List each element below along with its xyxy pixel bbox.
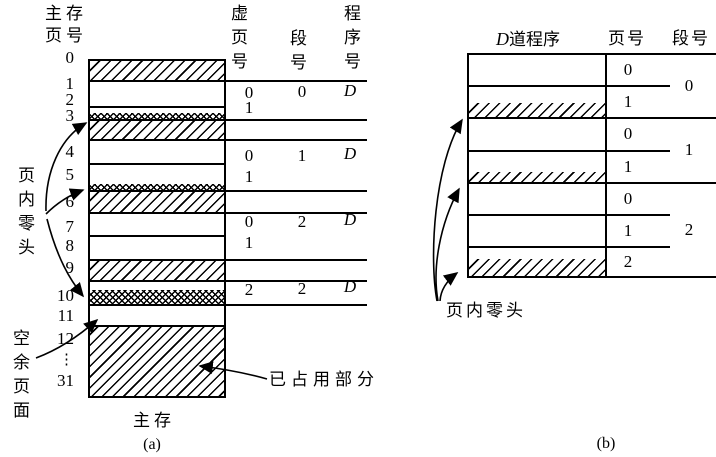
- segment-boundary-line: [467, 182, 716, 184]
- memory-page-number: 8: [65, 236, 75, 255]
- segment-number-b: 2: [684, 220, 694, 239]
- memory-page-number: 1: [65, 74, 75, 93]
- table-left-edge: [467, 54, 469, 278]
- segment-value: 2: [297, 279, 307, 298]
- virtual-page-header: 虚页号: [228, 4, 247, 76]
- vpage-value: 0: [244, 83, 254, 102]
- page-number-b: 0: [623, 124, 633, 143]
- table-row-line: [88, 80, 367, 82]
- memory-caption: 主存: [133, 411, 175, 430]
- segment-header: 段号: [287, 29, 306, 77]
- page-number-b: 1: [623, 92, 633, 111]
- page-boundary-line-b: [467, 150, 670, 152]
- segment-value: 0: [297, 82, 307, 101]
- fragment-strip-b: [469, 259, 605, 276]
- free-pages-label: 空余页面: [10, 329, 29, 425]
- memory-page-number: 3: [65, 106, 75, 125]
- table-row-line: [88, 190, 367, 192]
- fragment-strip-b: [469, 172, 605, 182]
- fragment-arrow-b2: [435, 187, 460, 302]
- fragment-band: [90, 113, 224, 120]
- page-boundary-line: [90, 106, 224, 108]
- page-boundary-line: [90, 163, 224, 165]
- program-value: D: [343, 210, 357, 229]
- memory-page-header-line2: 页号: [45, 26, 87, 45]
- table-row-line: [88, 280, 367, 282]
- memory-page-number: 6: [65, 192, 75, 211]
- ellipsis-dots: ⋮: [59, 352, 74, 368]
- page-boundary-line-b: [467, 214, 670, 216]
- vpage-value: 2: [244, 280, 254, 299]
- memory-page-number: 12: [57, 329, 74, 348]
- vpage-value: 1: [244, 167, 254, 186]
- page-number-header-b: 页号: [608, 29, 646, 48]
- fragment-arrow-b3: [439, 272, 459, 302]
- main-memory-column: [88, 59, 226, 398]
- vpage-value: 1: [244, 233, 254, 252]
- segment-value: 2: [297, 212, 307, 231]
- page-boundary-line-b: [467, 85, 670, 87]
- program-header: 程序号: [341, 4, 360, 76]
- segment-boundary-line: [467, 117, 716, 119]
- page-number-b: 0: [623, 189, 633, 208]
- segment-value: 1: [297, 146, 307, 165]
- memory-page-number: 11: [57, 306, 74, 325]
- vpage-value: 1: [244, 98, 254, 117]
- fragment-band: [90, 184, 224, 191]
- occupied-band-large: [90, 325, 224, 396]
- table-divider: [605, 54, 607, 278]
- panel-b-caption: (b): [596, 435, 616, 452]
- occupied-band: [90, 260, 224, 281]
- vpage-value: 0: [244, 146, 254, 165]
- fragment-label-b: 页内零头: [446, 301, 526, 320]
- memory-page-number: 4: [65, 142, 75, 161]
- memory-page-number: 5: [65, 165, 75, 184]
- program-d-title: D道程序: [496, 28, 560, 50]
- table-row-line: [88, 212, 367, 214]
- program-value: D: [343, 277, 357, 296]
- page-boundary-line-b: [467, 246, 670, 248]
- program-value: D: [343, 81, 357, 100]
- vpage-value: 0: [244, 212, 254, 231]
- page-boundary-line: [90, 235, 224, 237]
- occupied-band: [90, 61, 224, 81]
- program-value: D: [343, 144, 357, 163]
- table-row-line: [88, 259, 367, 261]
- panel-a-caption: (a): [143, 436, 161, 453]
- page-boundary-line: [90, 325, 224, 327]
- program-d-letter: D: [496, 29, 509, 49]
- page-number-b: 2: [623, 252, 633, 271]
- occupied-band: [90, 120, 224, 140]
- page-number-b: 0: [623, 60, 633, 79]
- occupied-label: 已占用部分: [269, 370, 379, 389]
- fragment-band: [90, 290, 224, 305]
- segment-boundary-line: [467, 276, 716, 278]
- program-d-suffix: 道程序: [509, 30, 560, 49]
- occupied-band: [90, 191, 224, 213]
- page-number-b: 1: [623, 221, 633, 240]
- memory-page-number: 9: [65, 258, 75, 277]
- memory-page-number: 0: [65, 48, 75, 67]
- fragment-label-a: 页内零头: [15, 166, 34, 262]
- memory-page-number: 2: [65, 90, 75, 109]
- memory-page-header-line1: 主存: [45, 4, 87, 23]
- memory-page-number: 10: [57, 286, 74, 305]
- segment-boundary-line: [467, 53, 716, 55]
- segment-number-header-b: 段号: [672, 29, 710, 48]
- page-number-b: 1: [623, 157, 633, 176]
- table-row-line: [88, 139, 367, 141]
- segment-number-b: 1: [684, 140, 694, 159]
- memory-page-number: 31: [57, 371, 74, 390]
- table-row-line: [88, 304, 367, 306]
- fragment-arrow-b1: [432, 118, 463, 302]
- segment-number-b: 0: [684, 76, 694, 95]
- table-row-line: [88, 119, 367, 121]
- fragment-strip-b: [469, 103, 605, 117]
